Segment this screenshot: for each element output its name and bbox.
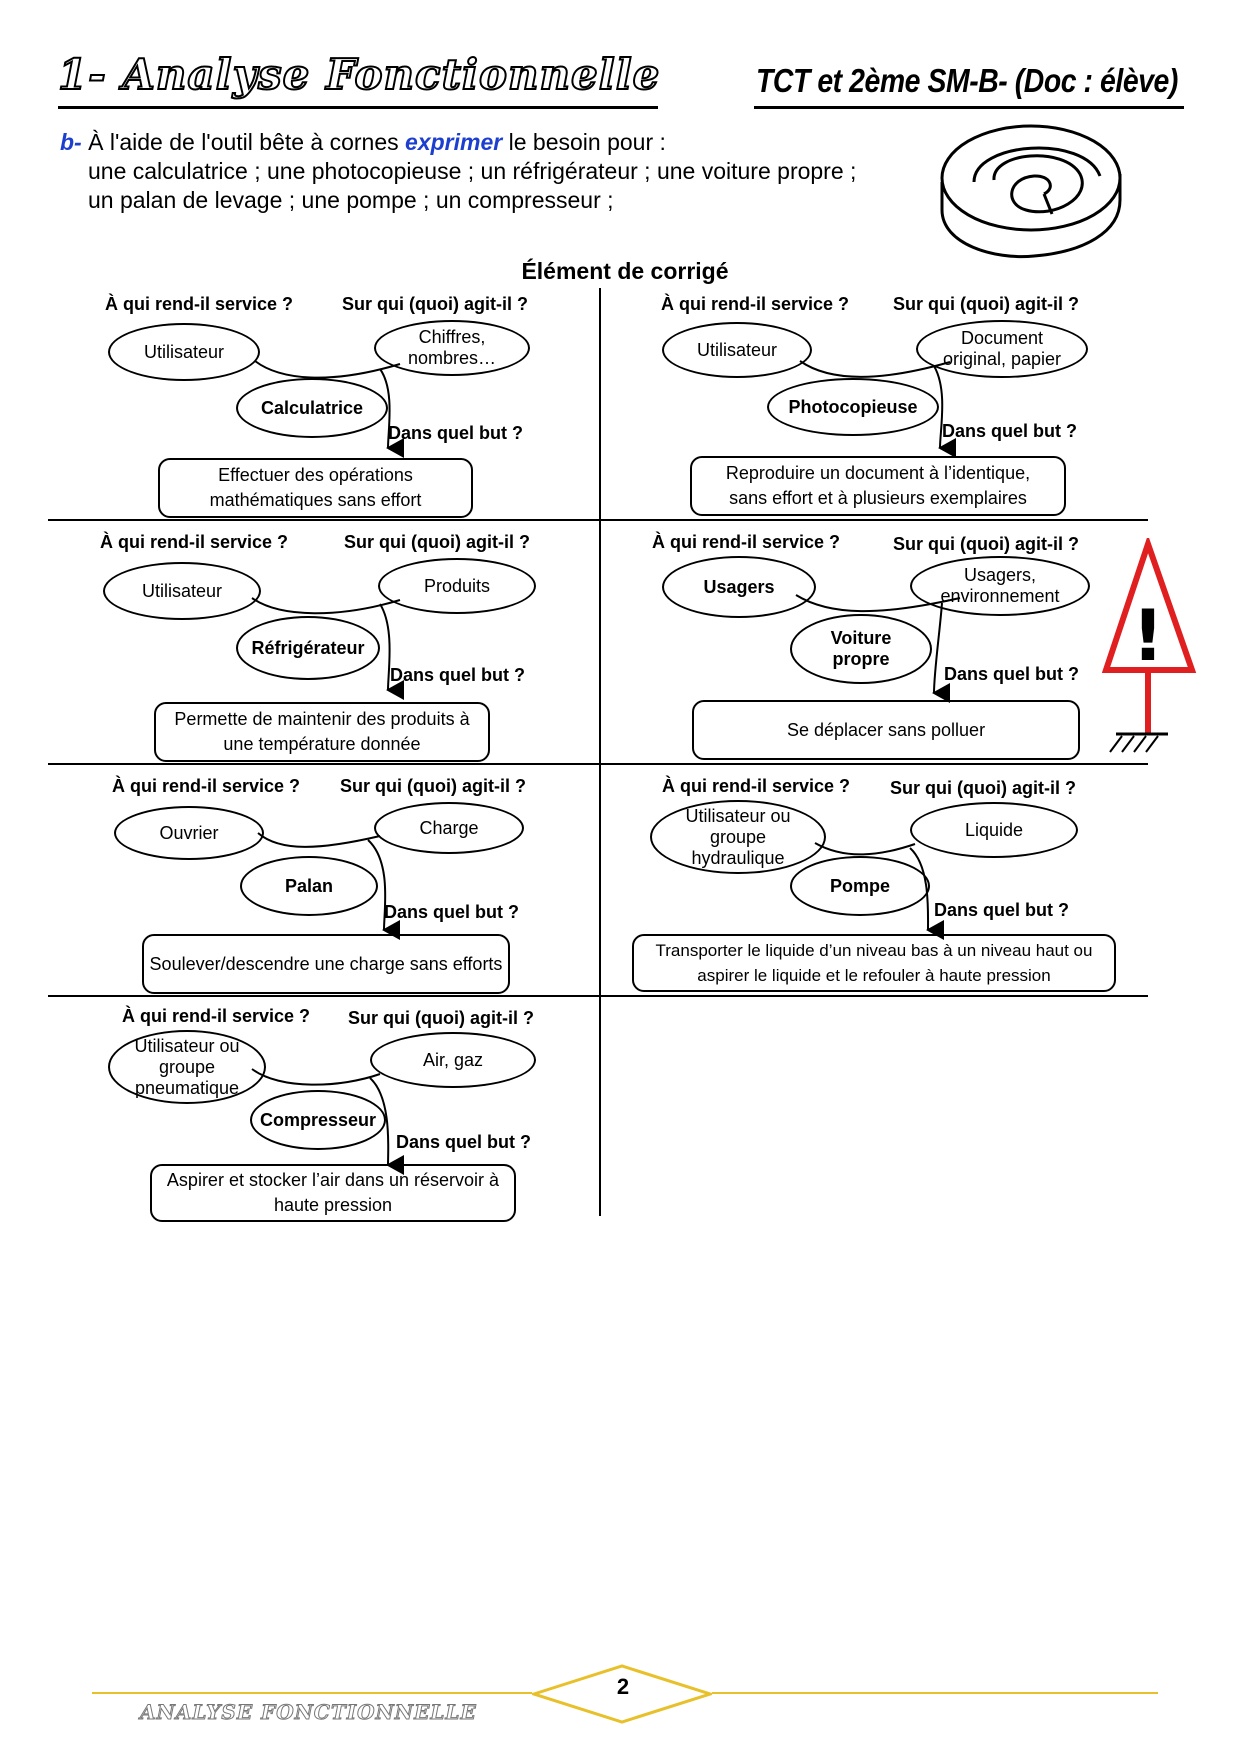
d2-matter-ellipse: Document original, papier bbox=[916, 320, 1088, 378]
d3-user-ellipse: Utilisateur bbox=[103, 562, 261, 620]
d6-goal-box: Transporter le liquide d’un niveau bas à… bbox=[632, 934, 1116, 992]
d4-goal-box: Se déplacer sans polluer bbox=[692, 700, 1080, 760]
d3-product-ellipse: Réfrigérateur bbox=[236, 616, 380, 680]
d6-question-service: À qui rend-il service ? bbox=[662, 776, 851, 796]
grid-divider-row-3 bbox=[48, 995, 1148, 997]
d2-product-ellipse: Photocopieuse bbox=[767, 378, 939, 436]
d5-question-service: À qui rend-il service ? bbox=[112, 776, 301, 796]
d3-matter-ellipse: Produits bbox=[378, 558, 536, 614]
d1-matter-ellipse: Chiffres, nombres… bbox=[374, 320, 530, 376]
d2-question-service: À qui rend-il service ? bbox=[661, 294, 850, 314]
footer-line-right bbox=[712, 1692, 1158, 1694]
d7-question-goal: Dans quel but ? bbox=[396, 1132, 531, 1152]
d4-question-matter: Sur qui (quoi) agit-il ? bbox=[893, 534, 1079, 554]
header-right-underline bbox=[754, 106, 1184, 109]
d2-question-matter: Sur qui (quoi) agit-il ? bbox=[893, 294, 1079, 314]
d3-question-matter: Sur qui (quoi) agit-il ? bbox=[344, 532, 530, 552]
d6-user-ellipse: Utilisateur ou groupe hydraulique bbox=[650, 800, 826, 874]
d4-question-goal: Dans quel but ? bbox=[944, 664, 1079, 684]
page-number: 2 bbox=[616, 1674, 630, 1699]
d5-user-ellipse: Ouvrier bbox=[114, 806, 264, 860]
d1-question-service: À qui rend-il service ? bbox=[105, 294, 294, 314]
d7-goal-box: Aspirer et stocker l’air dans un réservo… bbox=[150, 1164, 516, 1222]
warning-sign-icon: ! bbox=[1102, 538, 1197, 753]
d4-user-ellipse: Usagers bbox=[662, 556, 816, 618]
d7-question-service: À qui rend-il service ? bbox=[122, 1006, 311, 1026]
d6-matter-ellipse: Liquide bbox=[910, 802, 1078, 858]
d4-matter-ellipse: Usagers, environnement bbox=[910, 556, 1090, 616]
header-class-label: TCT et 2ème SM-B- (Doc : élève) bbox=[756, 62, 1178, 99]
d2-user-ellipse: Utilisateur bbox=[662, 322, 812, 378]
d5-question-matter: Sur qui (quoi) agit-il ? bbox=[340, 776, 526, 796]
grid-divider-row-1 bbox=[48, 519, 1148, 521]
d7-user-ellipse: Utilisateur ou groupe pneumatique bbox=[108, 1030, 266, 1104]
d3-question-goal: Dans quel but ? bbox=[390, 665, 525, 685]
correction-title: Élément de corrigé bbox=[521, 258, 729, 284]
grid-divider-row-2 bbox=[48, 763, 1148, 765]
exercise-label: b- bbox=[60, 129, 82, 155]
title-underline bbox=[58, 106, 658, 109]
d1-product-ellipse: Calculatrice bbox=[236, 378, 388, 438]
d6-question-matter: Sur qui (quoi) agit-il ? bbox=[890, 778, 1076, 798]
page-number-diamond-icon bbox=[532, 1664, 712, 1724]
d4-product-ellipse: Voiture propre bbox=[790, 614, 932, 684]
statement-keyword: exprimer bbox=[405, 129, 503, 155]
d3-goal-box: Permette de maintenir des produits à une… bbox=[154, 702, 490, 762]
d2-question-goal: Dans quel but ? bbox=[942, 421, 1077, 441]
d5-matter-ellipse: Charge bbox=[374, 802, 524, 854]
statement-post: le besoin pour : bbox=[502, 129, 666, 155]
ring-illustration-icon bbox=[940, 124, 1122, 259]
d1-user-ellipse: Utilisateur bbox=[108, 323, 260, 381]
d7-matter-ellipse: Air, gaz bbox=[370, 1032, 536, 1088]
statement-line-3: un palan de levage ; une pompe ; un comp… bbox=[88, 187, 614, 213]
d5-goal-box: Soulever/descendre une charge sans effor… bbox=[142, 934, 510, 994]
statement-pre: À l'aide de l'outil bête à cornes bbox=[81, 129, 406, 155]
d6-product-ellipse: Pompe bbox=[790, 856, 930, 916]
d5-question-goal: Dans quel but ? bbox=[384, 902, 519, 922]
d3-question-service: À qui rend-il service ? bbox=[100, 532, 289, 552]
d1-question-matter: Sur qui (quoi) agit-il ? bbox=[342, 294, 528, 314]
d7-product-ellipse: Compresseur bbox=[250, 1090, 386, 1150]
d2-goal-box: Reproduire un document à l’identique, sa… bbox=[690, 456, 1066, 516]
warning-exclamation: ! bbox=[1132, 595, 1164, 677]
statement-line-2: une calculatrice ; une photocopieuse ; u… bbox=[88, 158, 857, 184]
page-title: 1- Analyse Fonctionnelle bbox=[57, 49, 661, 100]
d1-goal-box: Effectuer des opérations mathématiques s… bbox=[158, 458, 473, 518]
footer-line-left bbox=[92, 1692, 532, 1694]
grid-vertical-divider bbox=[599, 288, 601, 1216]
d7-question-matter: Sur qui (quoi) agit-il ? bbox=[348, 1008, 534, 1028]
d5-product-ellipse: Palan bbox=[240, 856, 378, 916]
d6-question-goal: Dans quel but ? bbox=[934, 900, 1069, 920]
d1-question-goal: Dans quel but ? bbox=[388, 423, 523, 443]
exercise-statement: b- À l'aide de l'outil bête à cornes exp… bbox=[60, 128, 856, 215]
footer-section-name: ANALYSE FONCTIONNELLE bbox=[140, 1700, 477, 1725]
d4-question-service: À qui rend-il service ? bbox=[652, 532, 841, 552]
